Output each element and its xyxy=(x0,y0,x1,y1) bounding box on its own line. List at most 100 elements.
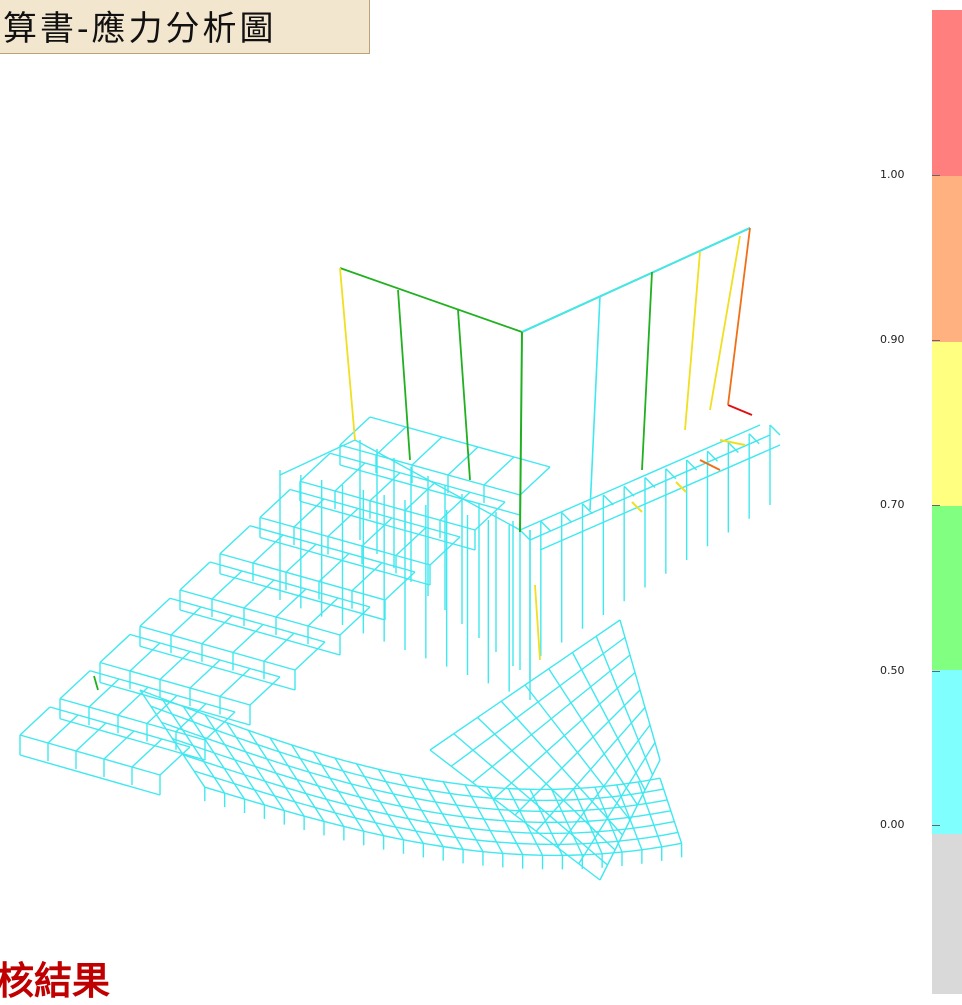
frame-member xyxy=(427,844,443,847)
frame-member xyxy=(404,829,420,832)
frame-member xyxy=(189,744,206,750)
legend-tick-0-70: 0.70 xyxy=(880,498,936,511)
frame-member xyxy=(517,843,533,844)
legend-band-cyan xyxy=(932,670,962,834)
frame-member xyxy=(180,610,340,655)
frame-member xyxy=(20,707,50,735)
frame-member xyxy=(378,769,423,843)
frame-member xyxy=(180,562,210,590)
frame-member xyxy=(281,786,297,791)
frame-member xyxy=(728,228,750,405)
legend-band-orange xyxy=(932,176,962,342)
frame-member xyxy=(602,852,618,853)
frame-member xyxy=(252,801,268,806)
frame-member xyxy=(340,268,522,332)
frame-member xyxy=(420,832,436,835)
frame-member xyxy=(520,530,530,540)
frame-member xyxy=(484,841,500,842)
frame-member xyxy=(300,815,316,819)
frame-member xyxy=(595,797,612,799)
frame-member xyxy=(261,735,278,741)
frame-member xyxy=(556,789,573,790)
frame-member xyxy=(363,809,379,813)
frame-member xyxy=(650,800,667,803)
frame-member xyxy=(471,818,488,820)
frame-member xyxy=(260,490,290,518)
frame-member xyxy=(476,797,493,799)
frame-member xyxy=(288,754,305,759)
frame-member xyxy=(370,417,550,467)
frame-member xyxy=(484,457,514,485)
frame-member xyxy=(431,801,448,804)
frame-member xyxy=(405,807,422,810)
frame-member xyxy=(364,831,380,835)
frame-member xyxy=(438,813,455,815)
frame-member xyxy=(339,770,356,775)
frame-member xyxy=(412,437,442,465)
frame-member xyxy=(536,708,645,832)
frame-member xyxy=(654,811,671,814)
frame-member xyxy=(388,804,405,807)
frame-member xyxy=(212,740,229,746)
frame-member xyxy=(305,782,322,787)
frame-member xyxy=(638,814,655,817)
frame-member xyxy=(355,440,520,530)
frame-member xyxy=(443,782,483,852)
frame-member xyxy=(458,310,470,480)
structural-mesh xyxy=(20,405,780,880)
frame-member xyxy=(541,521,551,531)
frame-member xyxy=(710,236,740,410)
frame-member xyxy=(510,799,527,800)
frame-member xyxy=(244,729,261,735)
frame-member xyxy=(400,774,417,777)
frame-member xyxy=(380,835,396,838)
frame-member xyxy=(373,779,390,783)
frame-member xyxy=(205,787,221,792)
frame-member xyxy=(770,425,780,435)
frame-member xyxy=(482,808,499,809)
frame-member xyxy=(720,440,745,445)
frame-member xyxy=(355,796,372,800)
frame-member xyxy=(398,795,415,798)
frame-member xyxy=(501,842,517,843)
frame-member xyxy=(414,798,431,801)
frame-member xyxy=(588,820,605,821)
frame-member xyxy=(422,778,463,849)
frame-member xyxy=(396,816,412,819)
frame-member xyxy=(323,810,339,814)
frame-member xyxy=(60,699,205,740)
legend-band-yellow xyxy=(932,342,962,506)
frame-member xyxy=(284,811,300,815)
frame-member xyxy=(436,835,452,837)
frame-member xyxy=(221,792,237,797)
frame-member xyxy=(94,676,98,690)
frame-member xyxy=(478,829,494,831)
frame-member xyxy=(220,574,385,620)
legend-band-green xyxy=(932,506,962,670)
frame-member xyxy=(520,467,550,495)
section-heading: 核結果 xyxy=(0,950,110,1005)
frame-member xyxy=(347,783,364,787)
frame-member xyxy=(520,332,522,532)
frame-member xyxy=(642,272,652,470)
frame-member xyxy=(263,758,280,763)
frame-member xyxy=(562,513,572,523)
frame-member xyxy=(448,447,478,475)
frame-member xyxy=(348,762,365,766)
frame-member xyxy=(412,819,428,822)
frame-member xyxy=(487,787,504,788)
frame-member xyxy=(162,698,225,793)
frame-member xyxy=(140,626,295,670)
frame-member xyxy=(407,786,424,789)
frame-member xyxy=(632,502,642,512)
upper-frame xyxy=(94,228,750,690)
frame-member xyxy=(558,725,651,848)
frame-member xyxy=(340,268,355,440)
legend-tick-1-00: 1.00 xyxy=(880,168,936,181)
frame-member xyxy=(429,822,445,825)
frame-member xyxy=(573,788,590,789)
frame-member xyxy=(530,435,770,540)
stress-color-legend xyxy=(932,10,962,994)
frame-member xyxy=(296,768,313,773)
frame-member xyxy=(459,849,475,851)
